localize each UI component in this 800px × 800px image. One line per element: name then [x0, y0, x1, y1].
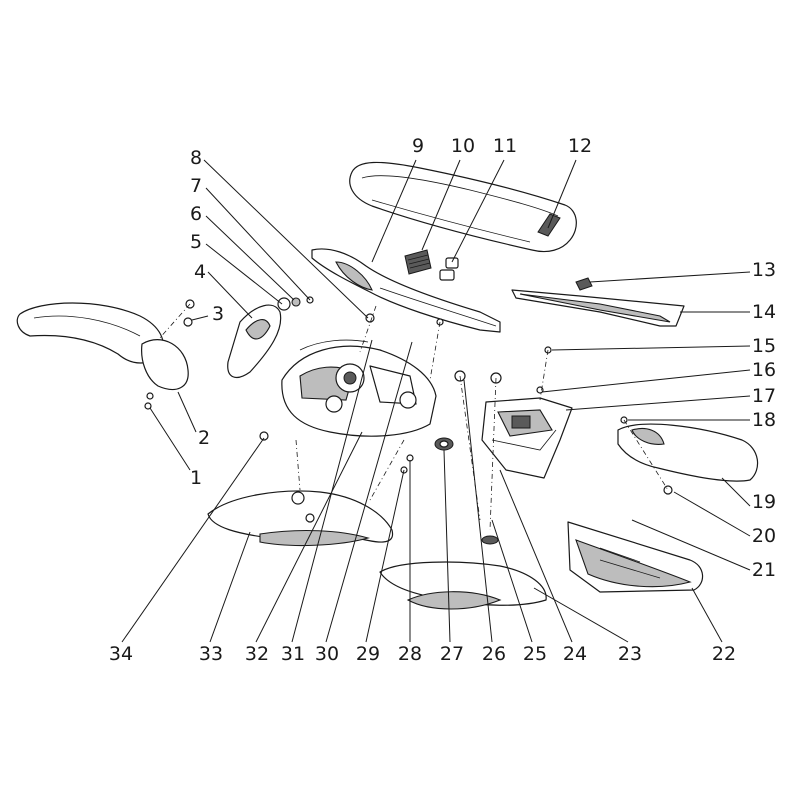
part-headlight-mask — [227, 304, 282, 379]
leader-line-21 — [631, 519, 751, 571]
callout-4: 4 — [194, 261, 206, 283]
part-grommet — [434, 437, 454, 451]
callout-10: 10 — [451, 135, 475, 157]
assembly-lines — [157, 303, 669, 531]
callout-34: 34 — [109, 643, 133, 665]
callout-7: 7 — [190, 175, 202, 197]
callout-28: 28 — [398, 643, 422, 665]
part-small-bracket — [575, 277, 593, 291]
part-rear-fender — [567, 521, 704, 593]
leader-line-34 — [121, 437, 265, 643]
callout-26: 26 — [482, 643, 506, 665]
leader-line-27 — [443, 449, 451, 643]
callout-23: 23 — [618, 643, 642, 665]
callout-33: 33 — [199, 643, 223, 665]
leader-line-15 — [551, 345, 751, 351]
leader-line-23 — [533, 587, 629, 643]
part-clip — [439, 257, 459, 281]
callout-15: 15 — [752, 335, 776, 357]
callout-8: 8 — [190, 147, 202, 169]
leader-line-11 — [451, 159, 505, 263]
part-front-fender — [16, 302, 189, 391]
callout-1: 1 — [190, 467, 202, 489]
leader-line-9 — [371, 159, 417, 263]
callout-24: 24 — [563, 643, 587, 665]
callout-22: 22 — [712, 643, 736, 665]
part-fastener-group — [277, 296, 314, 311]
callout-21: 21 — [752, 559, 776, 581]
leader-line-19 — [721, 477, 751, 507]
part-lower-side-cover — [379, 561, 547, 610]
callout-12: 12 — [568, 135, 592, 157]
callout-14: 14 — [752, 301, 776, 323]
callout-27: 27 — [440, 643, 464, 665]
part-electronics-box — [481, 397, 573, 479]
callout-29: 29 — [356, 643, 380, 665]
callout-20: 20 — [752, 525, 776, 547]
leader-line-29 — [365, 469, 405, 643]
leader-line-16 — [541, 369, 751, 393]
part-filter — [404, 249, 432, 275]
leader-line-7 — [205, 187, 311, 301]
callout-6: 6 — [190, 203, 202, 225]
callout-18: 18 — [752, 409, 776, 431]
leader-line-26 — [463, 379, 493, 643]
callout-17: 17 — [752, 385, 776, 407]
part-airbox — [281, 339, 437, 437]
leader-line-4 — [207, 271, 253, 319]
callout-30: 30 — [315, 643, 339, 665]
callout-11: 11 — [493, 135, 517, 157]
leader-line-17 — [565, 395, 751, 411]
callout-32: 32 — [245, 643, 269, 665]
leader-line-32 — [255, 431, 363, 643]
leader-line-5 — [205, 243, 283, 305]
callout-3: 3 — [212, 303, 224, 325]
callout-16: 16 — [752, 359, 776, 381]
part-seat — [349, 161, 577, 253]
part-side-rail — [511, 289, 685, 327]
part-tail-piece — [617, 423, 759, 482]
leader-line-24 — [499, 469, 573, 643]
leader-line-3 — [191, 315, 209, 321]
part-tank-cover — [311, 248, 501, 333]
leader-line-25 — [491, 519, 533, 643]
leader-line-10 — [421, 159, 461, 251]
callout-5: 5 — [190, 231, 202, 253]
leader-line-20 — [673, 491, 751, 537]
part-side-panel — [207, 490, 394, 547]
callout-19: 19 — [752, 491, 776, 513]
leader-line-8 — [203, 159, 369, 319]
leader-line-30 — [325, 341, 413, 643]
callout-25: 25 — [523, 643, 547, 665]
leader-lines — [121, 159, 751, 643]
callout-9: 9 — [412, 135, 424, 157]
leader-line-1 — [149, 407, 191, 471]
callout-13: 13 — [752, 259, 776, 281]
leader-line-33 — [209, 531, 251, 643]
leader-line-6 — [205, 215, 295, 301]
leader-line-12 — [547, 159, 577, 229]
leader-line-2 — [177, 391, 197, 433]
callout-2: 2 — [198, 427, 210, 449]
leader-line-13 — [589, 271, 751, 283]
callout-numbers: 1 2 3 4 5 6 7 8 9 10 11 12 13 14 15 16 1… — [109, 135, 776, 665]
callout-31: 31 — [281, 643, 305, 665]
leader-line-22 — [691, 587, 723, 643]
